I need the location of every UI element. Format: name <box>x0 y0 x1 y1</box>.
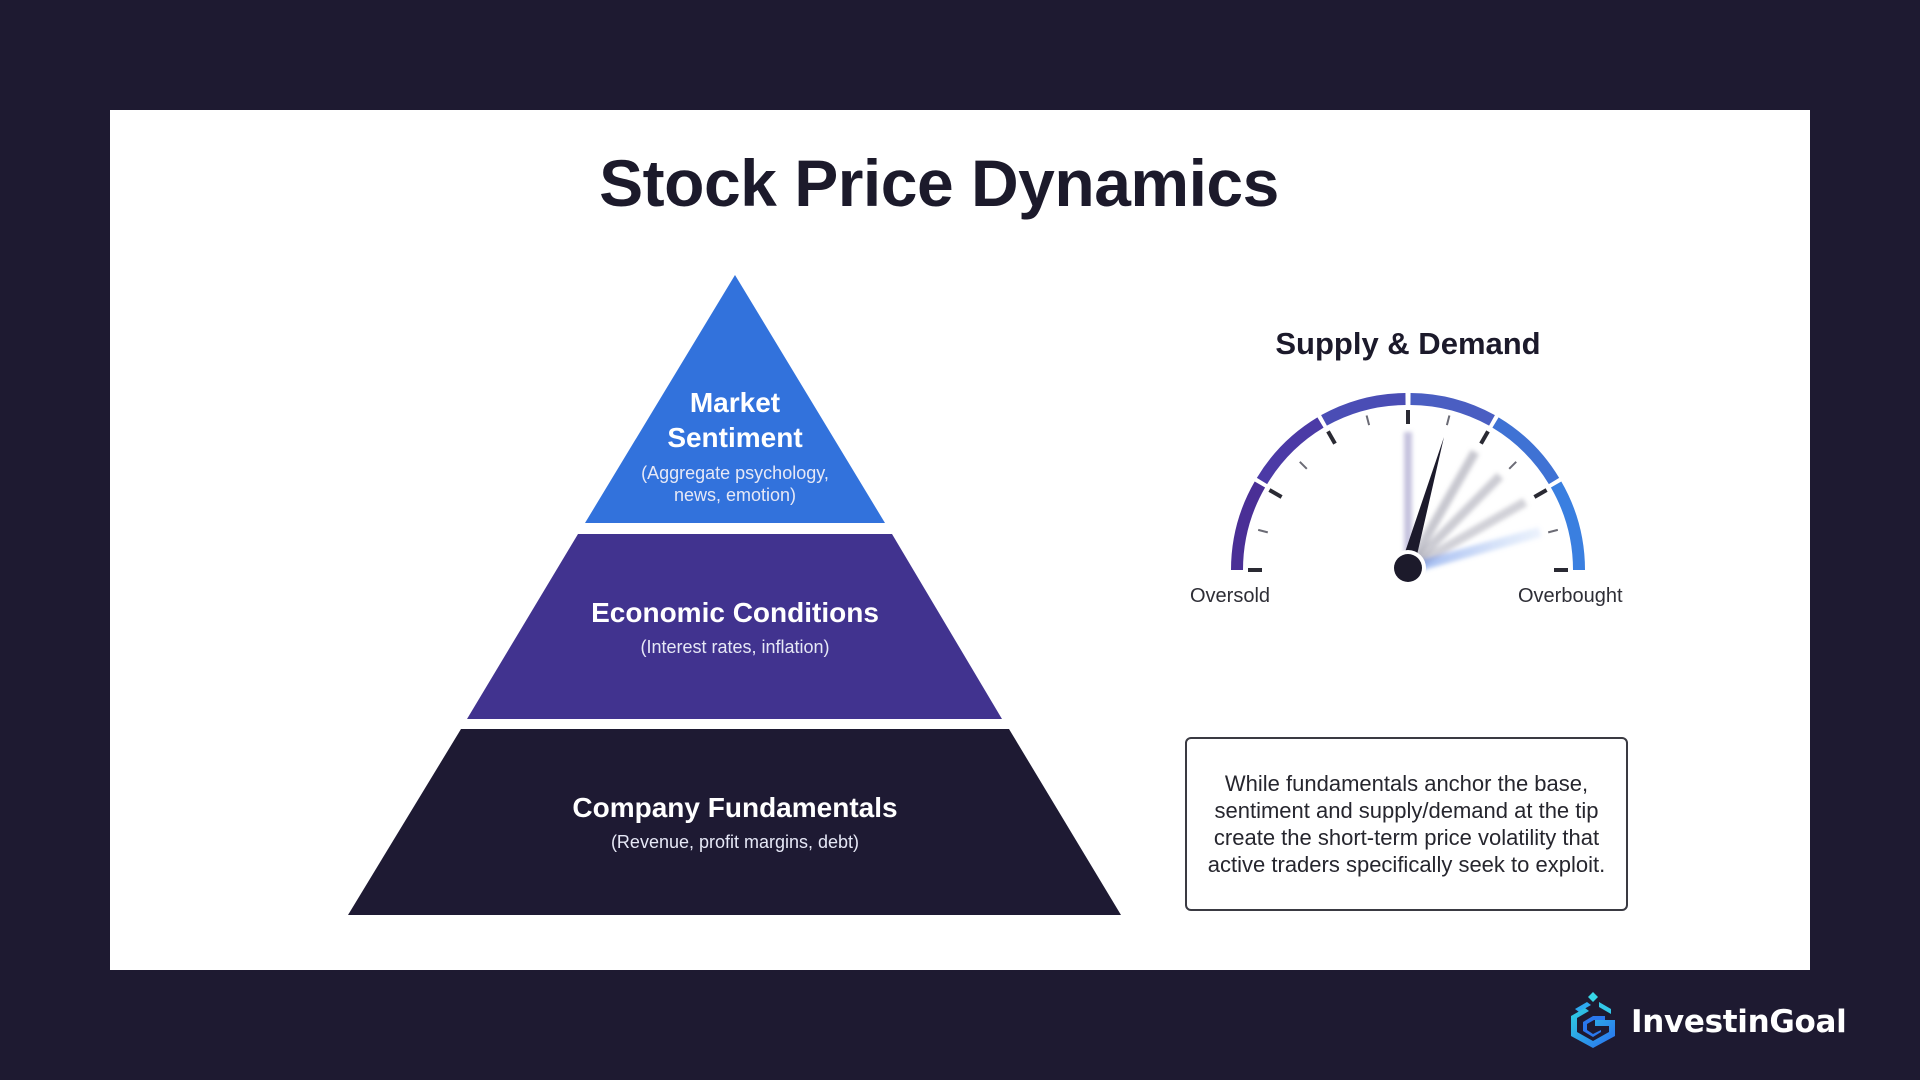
investingoal-logo-icon <box>1571 992 1615 1048</box>
gauge-segment-2 <box>1256 417 1324 485</box>
pyramid-tier-top <box>585 275 885 523</box>
gauge-label-overbought: Overbought <box>1518 585 1623 607</box>
tier-middle-subtitle: (Interest rates, inflation) <box>640 637 830 657</box>
note-box: While fundamentals anchor the base, sent… <box>1185 737 1628 911</box>
gauge-segment-3 <box>1321 393 1406 426</box>
tier-top-title: Market Sentiment <box>667 387 803 453</box>
gauge-needle <box>1401 437 1444 568</box>
gauge-segment-5 <box>1492 417 1560 485</box>
gauge-label-oversold: Oversold <box>1190 585 1271 607</box>
gauge-segment-4 <box>1410 393 1495 426</box>
tier-base-title: Company Fundamentals <box>572 792 898 823</box>
page-title: Stock Price Dynamics <box>599 146 1279 220</box>
supply-demand-gauge <box>1231 393 1585 586</box>
tier-middle-title: Economic Conditions <box>591 597 879 628</box>
pyramid-tier-base <box>348 729 1121 915</box>
gauge-needle-motion-trail <box>1404 432 1542 572</box>
pyramid-tier-middle <box>467 534 1002 719</box>
gauge-title: Supply & Demand <box>1275 326 1541 361</box>
gauge-segment-1 <box>1231 481 1266 571</box>
note-text: While fundamentals anchor the base, sent… <box>1207 771 1606 877</box>
brand-name: InvestinGoal <box>1631 1004 1847 1040</box>
gauge-segment-6 <box>1550 481 1585 571</box>
brand-logo: InvestinGoal <box>1565 990 1847 1054</box>
tier-top-subtitle: (Aggregate psychology, news, emotion) <box>641 463 829 505</box>
tier-base-subtitle: (Revenue, profit margins, debt) <box>610 832 860 852</box>
